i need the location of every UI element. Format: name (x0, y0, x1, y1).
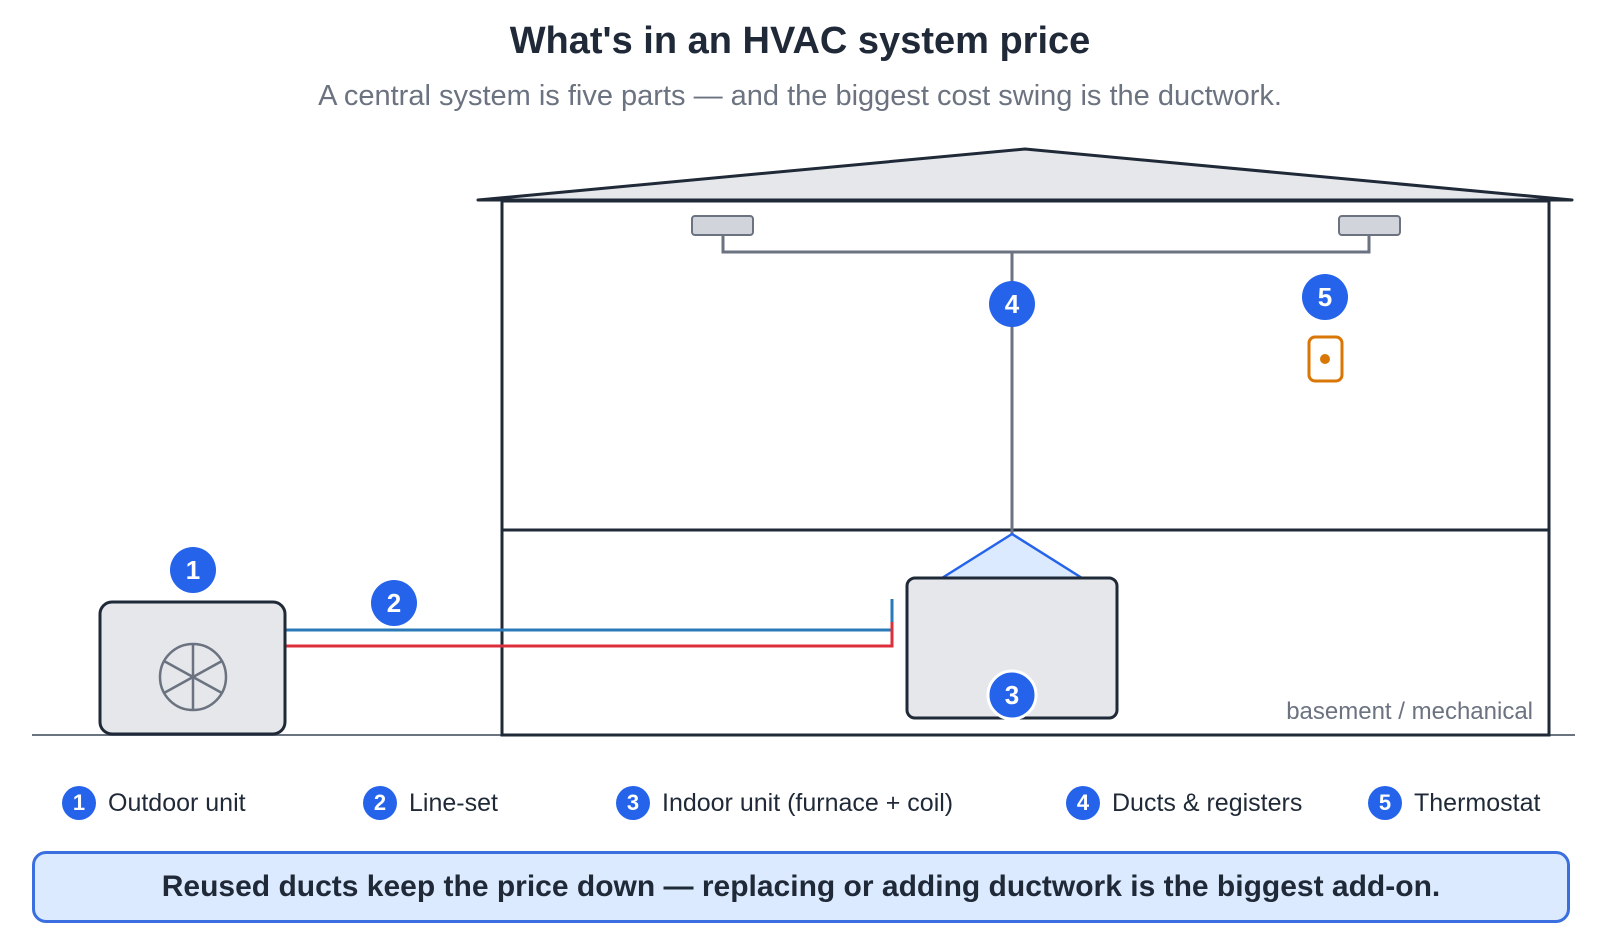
register-right (1338, 215, 1401, 236)
legend-item-indoor-unit: 3 Indoor unit (furnace + coil) (616, 783, 953, 823)
marker-label: 2 (387, 588, 401, 618)
diagram-title: What's in an HVAC system price (509, 20, 1091, 62)
legend-badge: 5 (1368, 786, 1402, 820)
legend-badge: 1 (62, 786, 96, 820)
house-outline (500, 199, 1551, 737)
marker-label: 3 (1005, 680, 1019, 710)
legend-badge: 4 (1066, 786, 1100, 820)
marker-thermostat: 5 (1302, 274, 1348, 320)
register-left (691, 215, 754, 236)
legend-label: Outdoor unit (108, 788, 246, 817)
legend-badge: 3 (616, 786, 650, 820)
legend-label: Indoor unit (furnace + coil) (662, 788, 954, 817)
legend-badge: 2 (363, 786, 397, 820)
legend-item-thermostat: 5 Thermostat (1368, 783, 1540, 823)
line-set-liquid (286, 622, 894, 648)
evaporator-coil (940, 532, 1084, 580)
diagram-subtitle: A central system is five parts — and the… (318, 80, 1282, 112)
legend-item-line-set: 2 Line-set (363, 783, 498, 823)
callout-box: Reused ducts keep the price down — repla… (32, 851, 1570, 923)
marker-line-set: 2 (371, 580, 417, 626)
legend-item-ducts: 4 Ducts & registers (1066, 783, 1302, 823)
thermostat-dot (1320, 354, 1330, 364)
fan-icon (158, 642, 228, 712)
legend-item-outdoor-unit: 1 Outdoor unit (62, 783, 246, 823)
marker-indoor-unit: 3 (986, 669, 1038, 721)
legend-label: Ducts & registers (1112, 788, 1303, 817)
legend-label: Line-set (409, 788, 498, 817)
marker-label: 4 (1005, 289, 1020, 319)
marker-label: 5 (1318, 282, 1332, 312)
supply-duct-branch (721, 235, 1371, 254)
legend-label: Thermostat (1414, 788, 1541, 817)
zone-label: basement / mechanical (1286, 698, 1533, 725)
house-roof (476, 147, 1574, 202)
marker-outdoor-unit: 1 (170, 547, 216, 593)
marker-ducts: 4 (989, 281, 1035, 327)
marker-label: 1 (186, 555, 200, 585)
